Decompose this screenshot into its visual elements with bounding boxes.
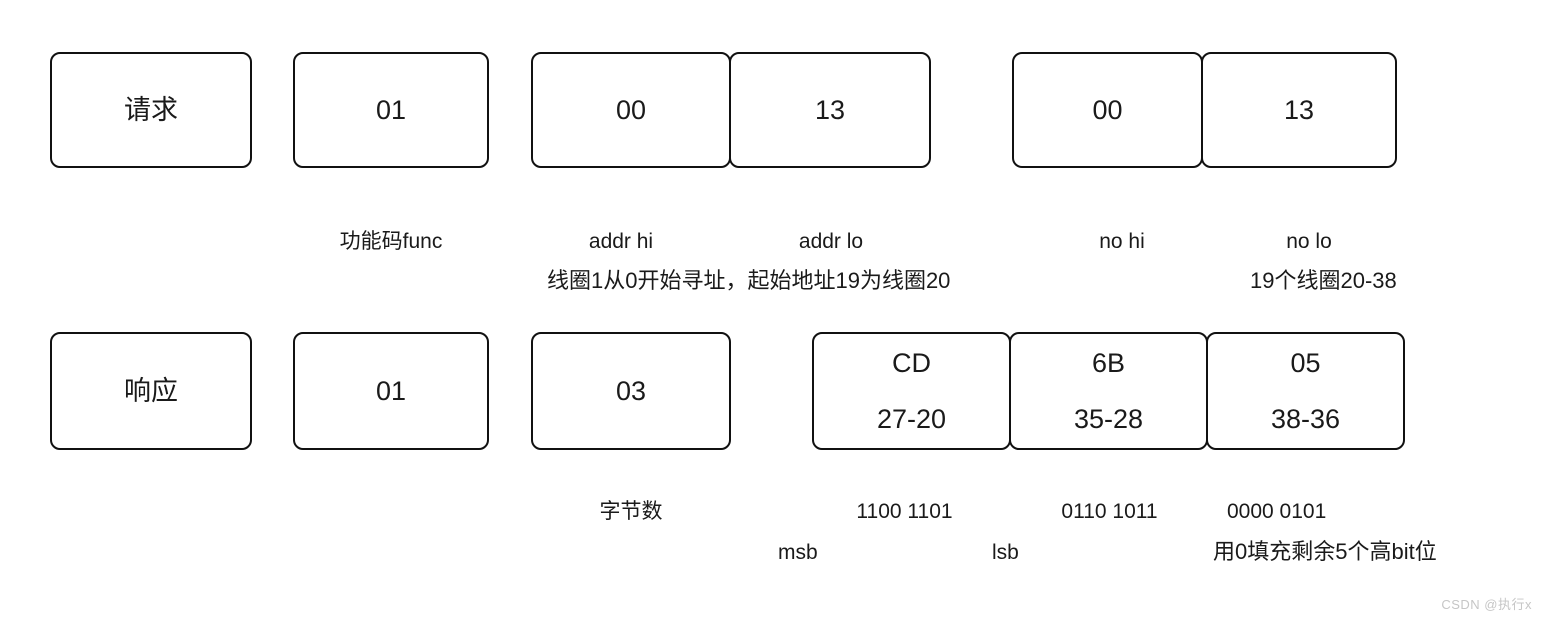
request-no-lo-value: 13 (1283, 94, 1315, 125)
request-func-box: 01 (293, 52, 489, 168)
request-no-lo-label: no lo (1286, 230, 1332, 253)
response-func-value: 01 (375, 375, 407, 406)
response-byte1-bits: 1100 1101 (856, 500, 953, 523)
request-addr-hi-value: 00 (615, 94, 647, 125)
request-coil-count-note: 19个线圈20-38 (1250, 268, 1397, 293)
csdn-watermark: CSDN @执行x (1441, 597, 1532, 612)
response-title-box: 响应 (50, 332, 252, 450)
response-data-byte1-box: CD 27-20 (812, 332, 1011, 450)
request-addr-lo-label: addr lo (798, 230, 864, 253)
response-data-byte3-coils: 38-36 (1270, 403, 1341, 434)
response-byte2-bits: 0110 1011 (1061, 500, 1158, 523)
request-func-label: 功能码func (339, 230, 443, 253)
response-lsb-label: lsb (992, 541, 1019, 564)
response-data-byte2-coils: 35-28 (1073, 403, 1144, 434)
response-msb-label: msb (778, 541, 818, 564)
response-byte-count-box: 03 (531, 332, 731, 450)
response-data-byte2-value: 6B (1091, 347, 1126, 378)
request-title-box: 请求 (50, 52, 252, 168)
response-padding-note: 用0填充剩余5个高bit位 (1213, 539, 1437, 564)
request-addr-lo-value: 13 (814, 94, 846, 125)
response-data-byte3-value: 05 (1290, 347, 1321, 378)
response-data-byte3-box: 05 38-36 (1206, 332, 1405, 450)
request-no-hi-label: no hi (1099, 230, 1145, 253)
response-data-byte2-box: 6B 35-28 (1009, 332, 1208, 450)
response-byte-count-label: 字节数 (599, 500, 663, 523)
response-byte3-bits: 0000 0101 (1227, 500, 1327, 523)
request-no-hi-value: 00 (1092, 94, 1123, 125)
request-no-lo-box: 13 (1201, 52, 1397, 168)
request-addr-hi-label: addr hi (588, 230, 654, 253)
response-byte-count-value: 03 (615, 375, 647, 406)
response-title: 响应 (124, 375, 178, 406)
request-addr-lo-box: 13 (729, 52, 931, 168)
response-func-box: 01 (293, 332, 489, 450)
request-no-hi-box: 00 (1012, 52, 1203, 168)
response-data-byte1-coils: 27-20 (876, 403, 947, 434)
response-data-byte1-value: CD (892, 347, 931, 378)
request-addr-hi-box: 00 (531, 52, 731, 168)
request-title: 请求 (124, 94, 178, 125)
request-addressing-note: 线圈1从0开始寻址，起始地址19为线圈20 (547, 268, 951, 293)
request-func-value: 01 (375, 94, 407, 125)
